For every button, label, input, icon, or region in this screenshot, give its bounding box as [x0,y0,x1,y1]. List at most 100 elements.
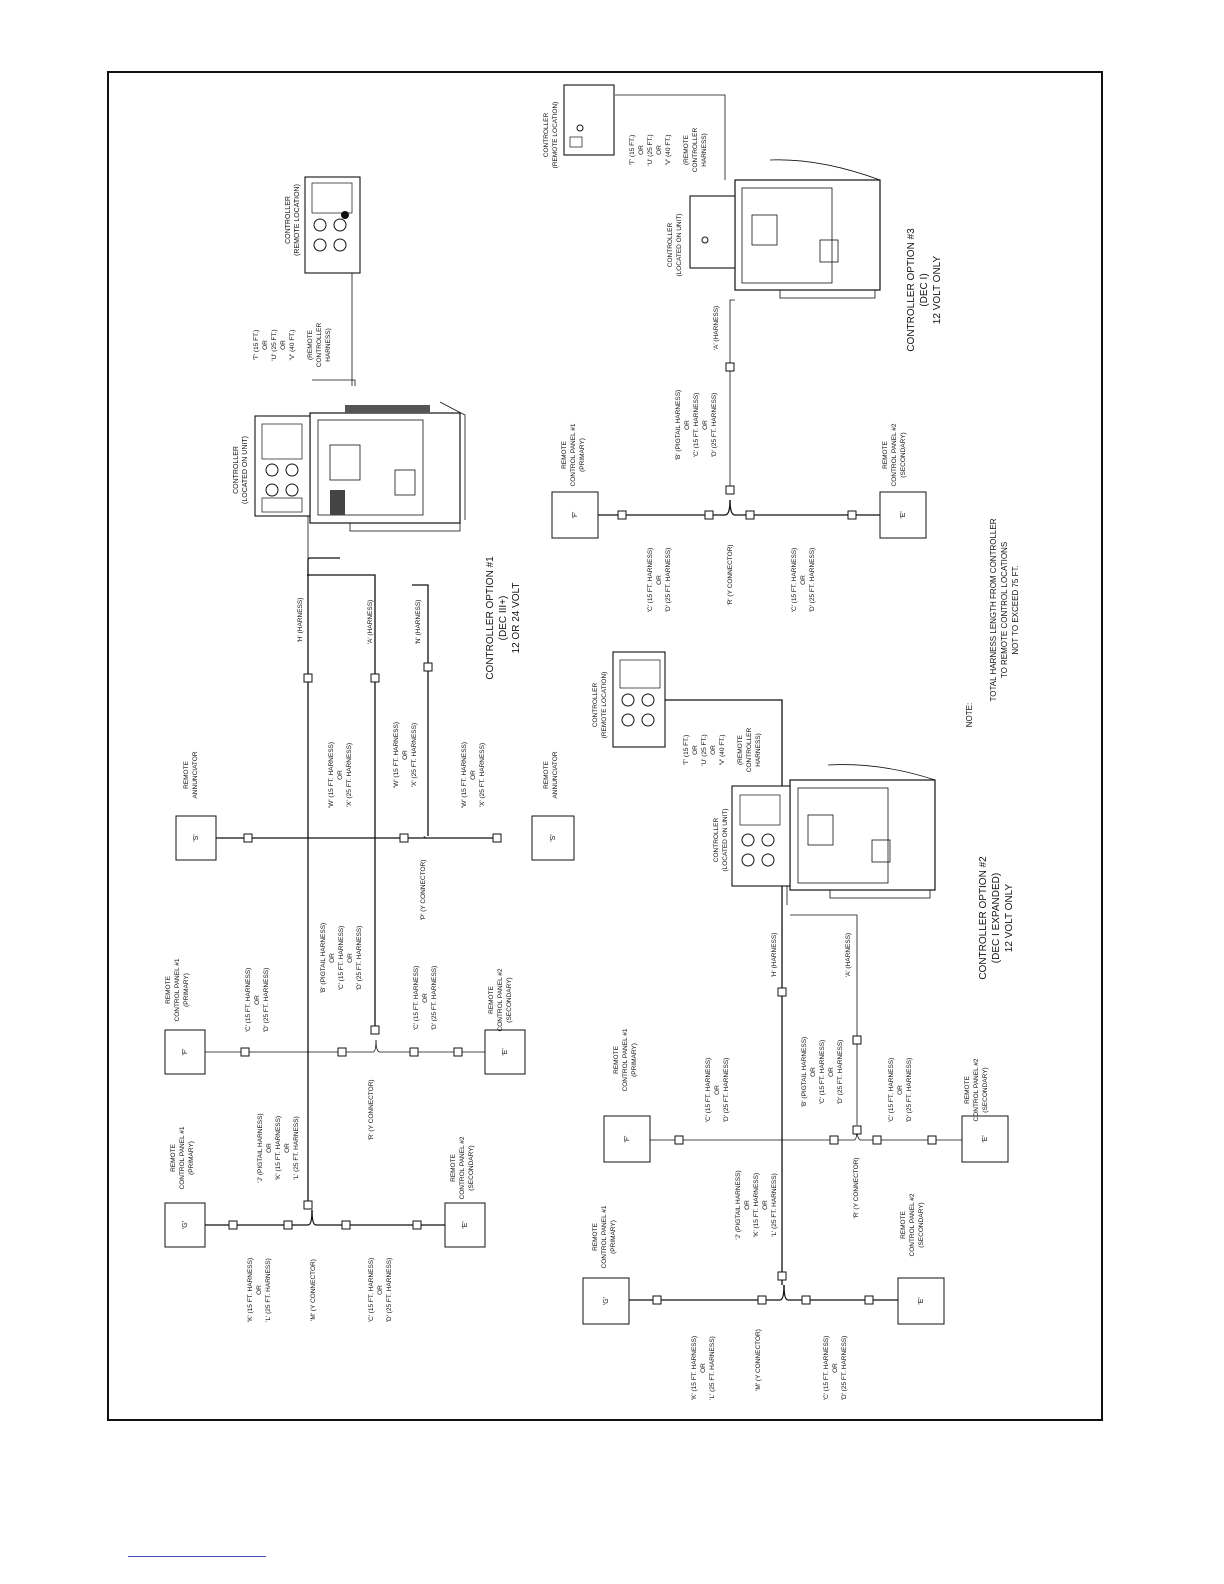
C1_tuv-line: (REMOTE [307,329,314,360]
label-C1_cd_E2: 'C' (15 FT. HARNESS)OR'D' (25 FT. HARNES… [368,1258,393,1323]
C2_cd_E2-line: OR [832,1363,839,1373]
C3_tuv-line: CONTROLLER [692,127,699,172]
C1_controller_remote-line: CONTROLLER [285,196,292,244]
C3_controller_unit-line: CONTROLLER [667,222,674,267]
C3_cd_E-line: 'D' (25 FT. HARNESS) [809,548,816,613]
box-letter: 'F' [182,1049,189,1056]
C2_kl-line: OR [700,1363,707,1373]
C1_rcp2_E-line: REMOTE [488,985,495,1013]
C1_n-line: 'N' (HARNESS) [415,600,422,645]
C2_cd_F-line: 'D' (25 FT. HARNESS) [723,1058,730,1123]
C1_h-line: 'H' (HARNESS) [297,598,304,643]
C2_tuv-line: 'T' (15 FT.) [683,735,690,766]
C1_rcp1_G-line: REMOTE [170,1143,177,1171]
box-letter: 'G' [603,1297,610,1305]
box-C1_E2: 'E' [444,1202,486,1248]
label-C3_cd_F: 'C' (15 FT. HARNESS)OR'D' (25 FT. HARNES… [647,548,672,613]
connector-markers [228,362,937,1305]
C2_rcp2_E2-line: REMOTE [900,1210,907,1238]
C1_jkl-line: 'J' (PIGTAIL HARNESS) [257,1113,264,1182]
C3_cd_F-line: 'D' (25 FT. HARNESS) [665,548,672,613]
label-C1_a: 'A' (HARNESS) [367,600,374,644]
C3_bcd-line: OR [684,420,691,430]
label-C1_n: 'N' (HARNESS) [415,600,422,645]
C1_r-line: 'R' (Y CONNECTOR) [368,1079,375,1140]
diagram-labels: CONTROLLER(LOCATED ON UNIT) CONTROLLER(R… [165,102,1020,1401]
box-letter: 'F' [624,1136,631,1143]
C3_bcd-line: 'B' (PIGTAIL HARNESS) [675,390,682,460]
C1_rcp2_E-line: CONTROL PANEL #2 [497,968,504,1031]
C1_rcp1_F-line: CONTROL PANEL #1 [174,958,181,1021]
label-C1_tuv: 'T' (15 FT.)OR'U' (25 FT.)OR'V' (40 FT.)… [253,322,332,367]
box-C1_F: 'F' [164,1029,206,1075]
label-C1_cd_F: 'C' (15 FT. HARNESS)OR'D' (25 FT. HARNES… [245,968,270,1033]
C1_cd_E-line: OR [422,993,429,1003]
C1_wx_mid-line: OR [402,750,409,760]
C2_title-line: (DEC I EXPANDED) [991,873,1002,963]
C1_ann_top-line: ANNUNCIATOR [192,751,199,798]
C2_cd_E-line: 'D' (25 FT. HARNESS) [906,1058,913,1123]
C1_bcd-line: OR [329,953,336,963]
C2_kl-line: 'K' (15 FT. HARNESS) [691,1336,698,1400]
C3_rcp1_F-line: REMOTE [561,440,568,468]
C1_cd_F-line: OR [254,995,261,1005]
C3_tuv-line: (REMOTE [683,134,690,165]
C3_rcp1_F-line: CONTROL PANEL #1 [570,423,577,486]
C1_rcp2_E-line: (SECONDARY) [506,977,513,1022]
label-C1_jkl: 'J' (PIGTAIL HARNESS)OR'K' (15 FT. HARNE… [257,1113,300,1182]
C1_wx_bot-line: 'W' (15 FT. HARNESS) [461,742,468,808]
C3_title-line: 12 VOLT ONLY [932,255,943,324]
label-C2_bcd: 'B' (PIGTAIL HARNESS)OR'C' (15 FT. HARNE… [801,1037,844,1107]
C2_controller_unit-line: (LOCATED ON UNIT) [722,808,729,871]
C2_tuv-line: (REMOTE [737,734,744,765]
footer-rule [128,1556,266,1557]
C1_wx_mid-line: 'W' (15 FT. HARNESS) [393,722,400,788]
C1_cd_E2-line: OR [377,1285,384,1295]
label-C1_controller_unit: CONTROLLER(LOCATED ON UNIT) [233,436,249,504]
C1_bcd-line: OR [347,953,354,963]
C2_r-line: 'R' (Y CONNECTOR) [853,1157,860,1218]
C2_rcp2_E2-line: CONTROL PANEL #2 [909,1193,916,1256]
label-C1_cd_E: 'C' (15 FT. HARNESS)OR'D' (25 FT. HARNES… [413,966,438,1031]
box-C1_S_bot: 'S' [531,815,575,861]
C3_cd_E-line: OR [800,575,807,585]
C1_cd_E2-line: 'C' (15 FT. HARNESS) [368,1258,375,1323]
C1_tuv-line: HARNESS) [325,328,332,362]
remote-controller-option2 [612,651,666,748]
C2_jkl-line: OR [744,1200,751,1210]
C1_bcd-line: 'C' (15 FT. HARNESS) [338,926,345,991]
C1_wx_bot-line: 'X' (25 FT. HARNESS) [479,743,486,807]
C2_cd_E-line: 'C' (15 FT. HARNESS) [888,1058,895,1123]
box-letter: 'E' [462,1221,469,1228]
C3_tuv-line: 'T' (15 FT.) [629,135,636,166]
label-C2_cd_F: 'C' (15 FT. HARNESS)OR'D' (25 FT. HARNES… [705,1058,730,1123]
label-C2_r: 'R' (Y CONNECTOR) [853,1157,860,1218]
C2_rcp2_E-line: REMOTE [964,1075,971,1103]
box-C1_E: 'E' [484,1029,526,1075]
remote-controller-option3 [563,84,615,156]
box-C2_E2: 'E' [897,1277,945,1325]
label-C3_tuv: 'T' (15 FT.)OR'U' (25 FT.)OR'V' (40 FT.)… [629,127,708,172]
label-C2_h: 'H' (HARNESS) [771,933,778,978]
C3_rcp2_E-line: REMOTE [882,440,889,468]
C3_tuv-line: OR [638,145,645,155]
C3_title-line: CONTROLLER OPTION #3 [906,228,917,352]
label-C1_controller_remote: CONTROLLER(REMOTE LOCATION) [285,184,301,256]
C2_bcd-line: 'B' (PIGTAIL HARNESS) [801,1037,808,1107]
generator-option1 [254,401,466,532]
label-C2_cd_E: 'C' (15 FT. HARNESS)OR'D' (25 FT. HARNES… [888,1058,913,1123]
label-C2_m: 'M' (Y CONNECTOR) [755,1329,762,1391]
C2_cd_E-line: OR [897,1085,904,1095]
label-C2_jkl: 'J' (PIGTAIL HARNESS)OR'K' (15 FT. HARNE… [735,1170,778,1239]
label-C1_kl: 'K' (15 FT. HARNESS)OR'L' (25 FT. HARNES… [247,1258,272,1322]
box-C3_E: 'E' [879,491,927,539]
label-C1_bcd: 'B' (PIGTAIL HARNESS)OR'C' (15 FT. HARNE… [320,923,363,993]
label-C1_title: CONTROLLER OPTION #1(DEC III+)12 OR 24 V… [485,556,522,680]
C3_cd_F-line: 'C' (15 FT. HARNESS) [647,548,654,613]
label-C2_a: 'A' (HARNESS) [845,933,852,977]
C1_tuv-line: 'V' (40 FT.) [289,329,296,360]
